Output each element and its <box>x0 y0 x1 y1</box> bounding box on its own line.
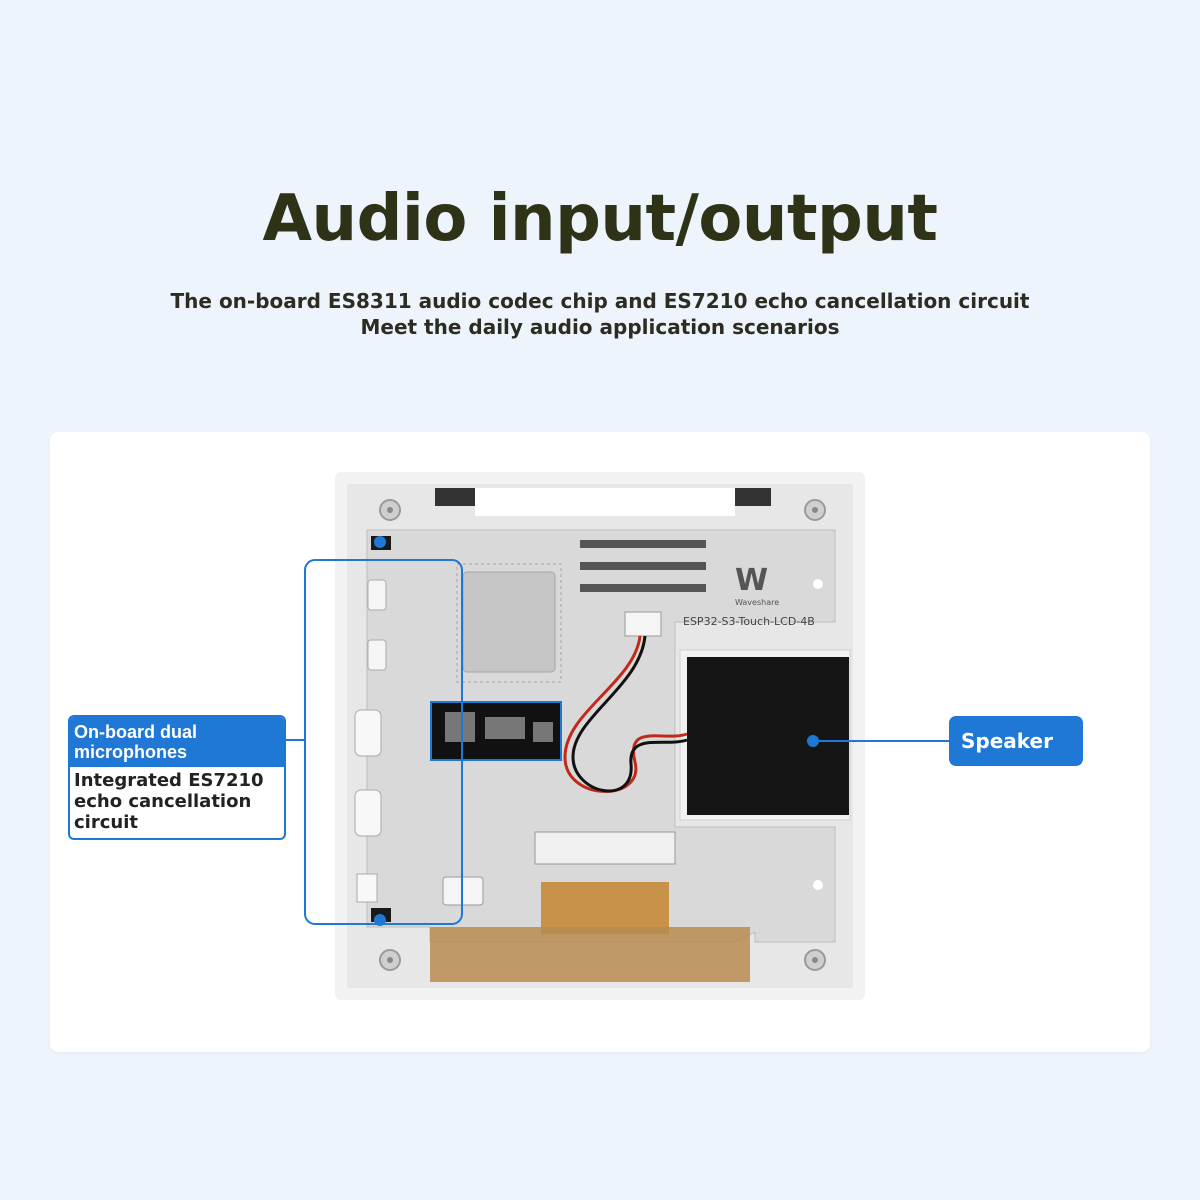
svg-text:Waveshare: Waveshare <box>735 598 779 607</box>
speaker-callout: Speaker <box>949 716 1083 766</box>
subtitle-line-1: The on-board ES8311 audio codec chip and… <box>170 289 1030 313</box>
subtitle-line-2: Meet the daily audio application scenari… <box>360 315 840 339</box>
header-pins <box>580 540 706 592</box>
speaker-dot <box>807 735 819 747</box>
mic-callout: On-board dual microphones Integrated ES7… <box>68 715 286 840</box>
svg-text:W: W <box>735 563 768 598</box>
mic-callout-title: On-board dual microphones <box>70 717 284 767</box>
mic2-dot <box>374 536 386 548</box>
mic-highlight-box <box>304 559 463 925</box>
fpc-connector <box>534 831 676 865</box>
board-illustration: W Waveshare ESP32-S3-Touch-LCD-4B <box>335 472 865 1000</box>
page-title: Audio input/output <box>262 182 938 256</box>
speaker <box>687 657 849 815</box>
mic-callout-body: Integrated ES7210 echo cancellation circ… <box>74 770 264 833</box>
flex-cable <box>541 882 669 934</box>
board-model-label: ESP32-S3-Touch-LCD-4B <box>683 615 815 628</box>
mic1-dot <box>374 914 386 926</box>
